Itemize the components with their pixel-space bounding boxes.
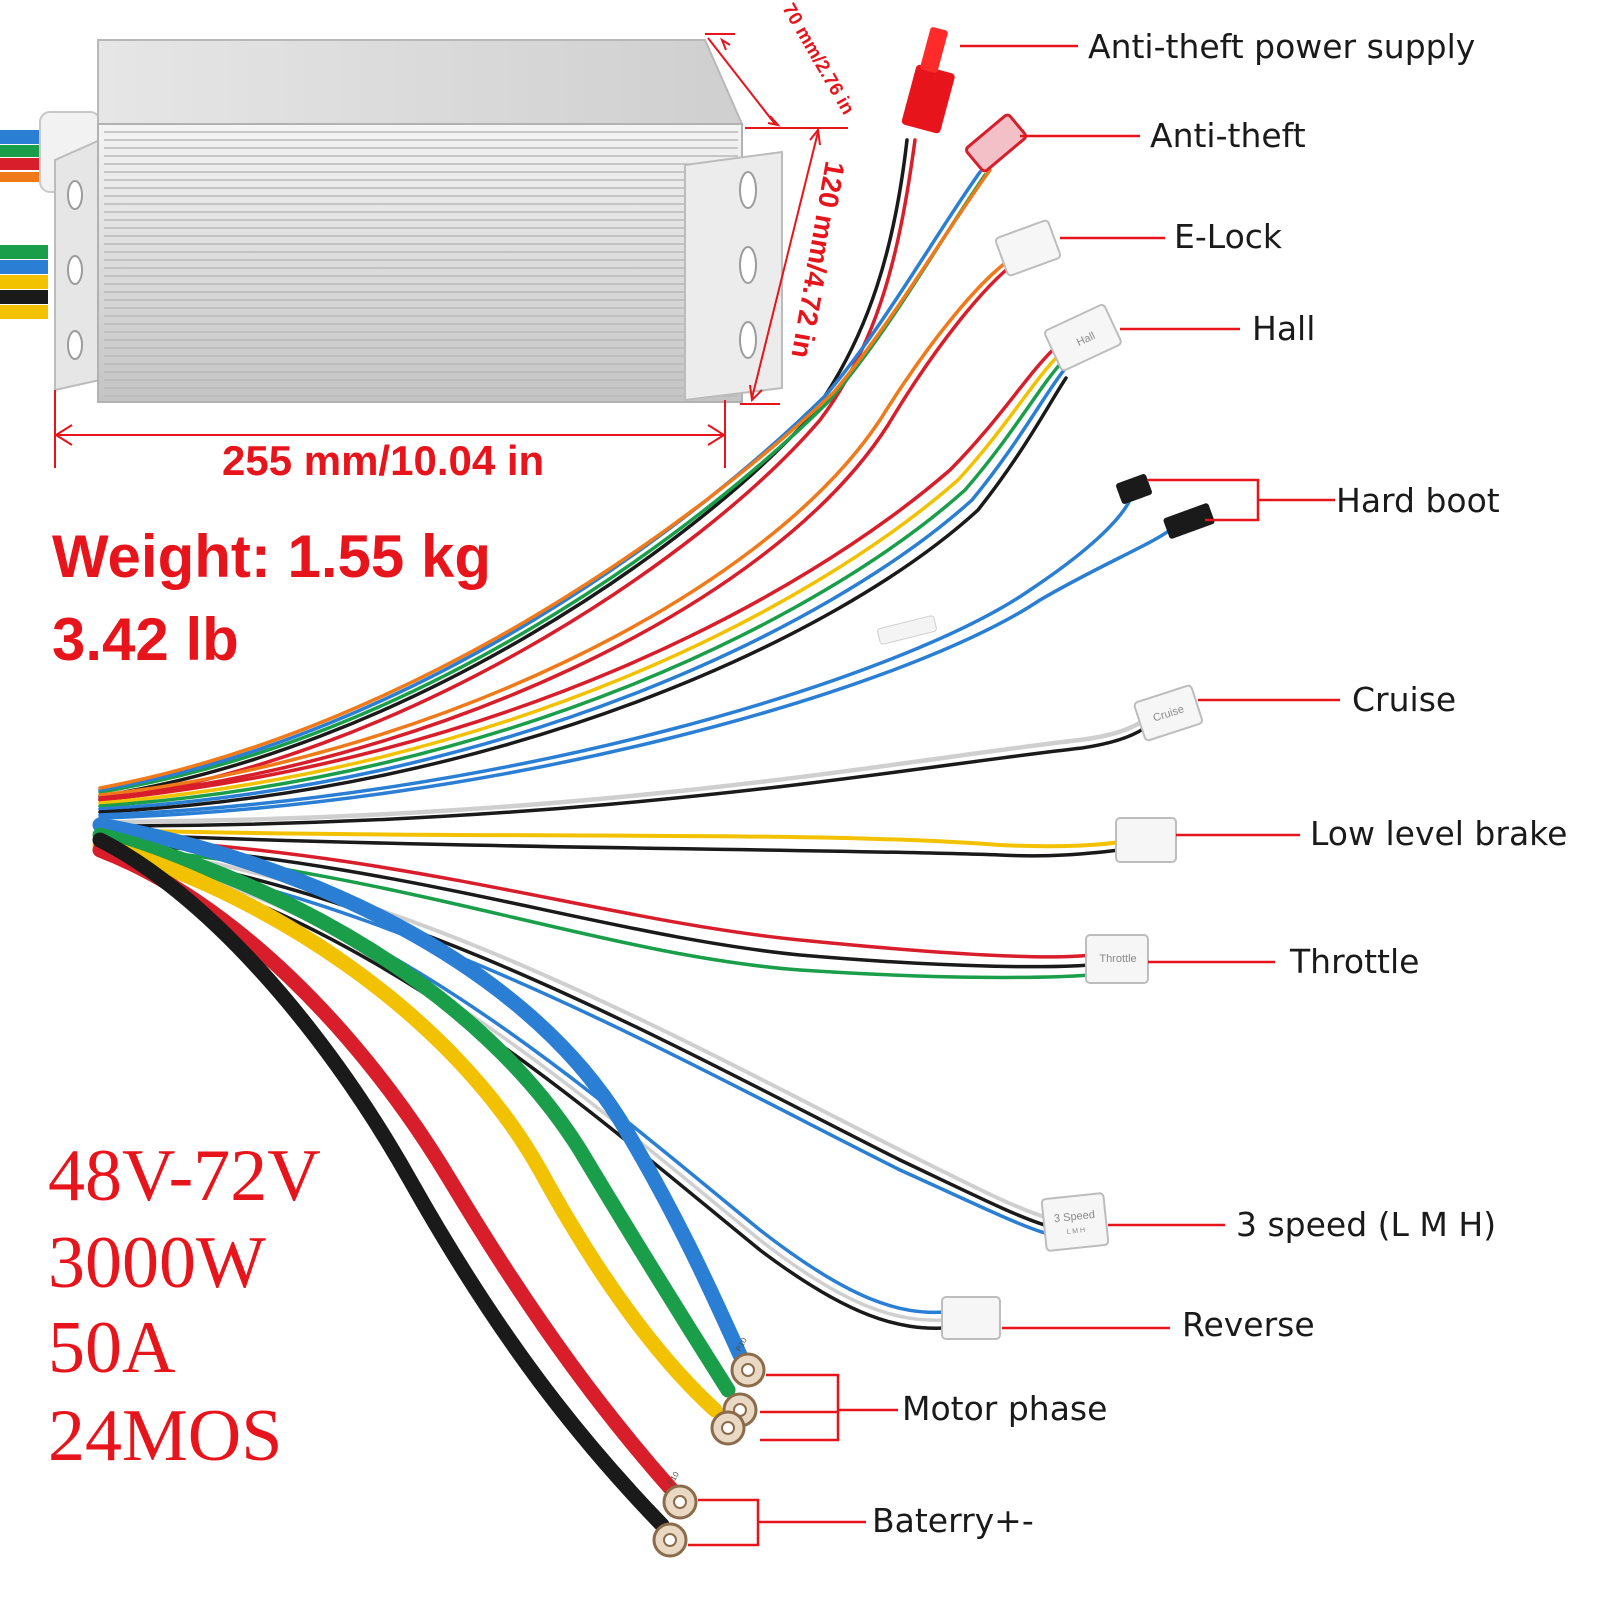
wire-hall-yellow	[98, 352, 1062, 805]
label-e-lock: E-Lock	[1174, 217, 1283, 256]
e-lock-connector	[994, 219, 1062, 277]
throttle-connector-tag: Throttle	[1099, 953, 1136, 965]
connectors: Hall Cruise Throttle 3 Speed L M H	[652, 27, 1215, 1558]
label-cruise: Cruise	[1352, 680, 1456, 719]
heatsink-fins	[104, 131, 738, 397]
wire-label-sleeve	[877, 615, 937, 645]
label-anti-theft-power-supply: Anti-theft power supply	[1088, 27, 1475, 66]
anti-theft-power-connector	[901, 27, 955, 134]
wire-elock-orange	[98, 256, 1014, 797]
three-speed-connector: 3 Speed L M H	[1040, 1192, 1110, 1252]
label-three-speed: 3 speed (L M H)	[1236, 1205, 1496, 1244]
anti-theft-connector	[965, 113, 1027, 173]
label-hall: Hall	[1252, 309, 1315, 348]
leader-lines	[688, 44, 1340, 1547]
motor-phase-terminals: P10	[710, 1336, 766, 1446]
label-throttle: Throttle	[1289, 942, 1419, 981]
battery-terminals: P10	[652, 1470, 698, 1558]
dimension-lines	[54, 33, 848, 468]
left-cable-bundle	[0, 130, 48, 319]
low-brake-connector	[1115, 817, 1177, 863]
wire-hard-boot-blue-1	[98, 498, 1132, 817]
wire-battery-black	[92, 832, 670, 1533]
wire-anti-theft-power-red	[98, 138, 917, 802]
wire-cruise-white	[97, 712, 1153, 825]
wire-anti-theft-power-black	[98, 138, 909, 798]
wire-labels: Anti-theft power supply Anti-theft E-Loc…	[872, 27, 1567, 1540]
wire-hall-green	[98, 360, 1064, 808]
wire-hall-red	[98, 343, 1060, 802]
wire-reverse-white	[158, 862, 947, 1322]
hard-boot-plug-2	[1163, 503, 1215, 539]
wire-harness	[92, 138, 1172, 1533]
wire-phase-yellow	[92, 837, 723, 1418]
wire-speed-blue	[128, 856, 1050, 1236]
label-reverse: Reverse	[1182, 1305, 1315, 1344]
wire-brake-yellow	[98, 828, 1122, 849]
wire-reverse-black	[158, 866, 947, 1330]
spec-power: 3000W	[48, 1222, 266, 1304]
wire-elock-red	[98, 260, 1018, 800]
wire-throttle-black	[98, 840, 1092, 969]
wire-phase-blue	[92, 817, 748, 1363]
wire-hall-black	[98, 376, 1068, 814]
reverse-connector	[941, 1296, 1001, 1340]
spec-mosfet: 24MOS	[48, 1395, 282, 1477]
wire-brake-black	[98, 832, 1122, 858]
length-dimension: 255 mm/10.04 in	[222, 437, 544, 484]
wire-hard-boot-blue-2	[98, 528, 1172, 820]
wire-throttle-green	[98, 844, 1092, 980]
battery-terminal-tag: P10	[666, 1470, 681, 1487]
three-speed-connector-subtag: L M H	[1066, 1227, 1085, 1236]
label-low-level-brake: Low level brake	[1310, 814, 1567, 853]
wire-throttle-red	[98, 836, 1092, 959]
spec-voltage: 48V-72V	[48, 1135, 321, 1217]
hard-boot-plug-1	[1116, 474, 1152, 504]
label-anti-theft: Anti-theft	[1150, 116, 1306, 155]
spec-current: 50A	[48, 1307, 175, 1389]
height-dimension: 120 mm/4.72 in	[785, 159, 850, 361]
label-hard-boot: Hard boot	[1336, 481, 1500, 520]
hall-connector: Hall	[1044, 304, 1122, 372]
label-battery: Baterry+-	[872, 1501, 1034, 1540]
cruise-connector: Cruise	[1133, 684, 1203, 742]
throttle-connector: Throttle	[1085, 934, 1149, 984]
weight-lb: 3.42 lb	[52, 606, 239, 673]
depth-dimension: 70 mm/2.76 in	[778, 0, 858, 118]
label-motor-phase: Motor phase	[902, 1389, 1107, 1428]
wire-anti-theft-orange	[98, 168, 992, 790]
wire-speed-black	[128, 852, 1050, 1228]
wire-cruise-black	[98, 720, 1154, 828]
weight-kg: Weight: 1.55 kg	[52, 523, 491, 590]
wire-hall-blue	[98, 368, 1066, 811]
three-speed-connector-tag: 3 Speed	[1053, 1209, 1095, 1225]
wire-phase-green	[92, 827, 736, 1398]
controller-housing	[0, 39, 783, 403]
